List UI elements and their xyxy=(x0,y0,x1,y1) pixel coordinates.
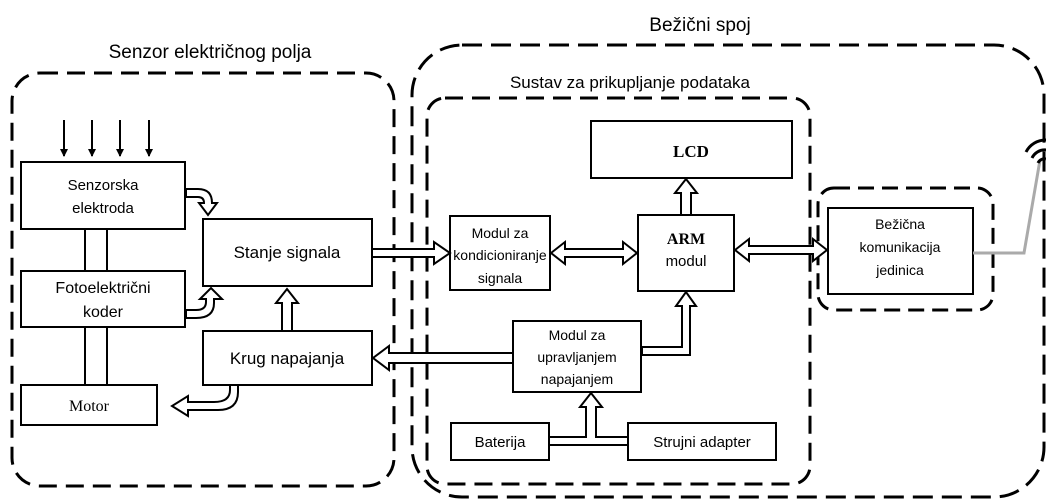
wireless-unit-label-line1: Bežična xyxy=(875,216,925,232)
arm-wireless-arrow xyxy=(733,236,829,264)
power-to-signal-arrow xyxy=(273,287,301,332)
conditioning-arm-arrow xyxy=(549,239,639,267)
conditioning-module-label-line3: signala xyxy=(478,270,523,286)
battery-block xyxy=(450,422,550,461)
power-management-label-line3: napajanjem xyxy=(541,371,613,387)
wireless-unit-block xyxy=(827,207,974,295)
connector-pillar xyxy=(84,326,108,386)
wifi-antenna-icon xyxy=(1024,138,1046,164)
power-adapter-block xyxy=(627,422,777,461)
sensing-electrode-label-line2: elektroda xyxy=(72,200,134,217)
motor-label: Motor xyxy=(69,398,110,415)
connector-pillar xyxy=(84,228,108,272)
power-circuit-label: Krug napajanja xyxy=(230,349,345,368)
power-management-label-line2: upravljanjem xyxy=(537,349,616,365)
acquisition-group-boundary xyxy=(425,96,812,486)
field-arrow-icon xyxy=(60,120,153,157)
conditioning-module-label-line1: Modul za xyxy=(472,225,529,241)
photoelectric-encoder-label-line1: Fotoelektrični xyxy=(55,280,150,297)
lcd-block xyxy=(590,120,793,179)
power-management-to-power-circuit-arrow xyxy=(371,344,514,372)
group-label-sensor: Senzor električnog polja xyxy=(109,42,312,63)
sensing-electrode-block xyxy=(20,161,186,230)
antenna-line xyxy=(973,159,1042,255)
photoelectric-encoder-block xyxy=(20,270,186,328)
arm-to-lcd-arrow xyxy=(672,177,700,216)
sensing-electrode-label-line1: Senzorska xyxy=(68,177,140,194)
signal-to-conditioning-arrow xyxy=(371,240,452,266)
wireless-link-group-boundary xyxy=(410,43,1046,499)
sources-to-power-management-arrow xyxy=(548,391,629,446)
power-to-motor-arrow xyxy=(170,384,239,418)
lcd-label: LCD xyxy=(673,142,709,161)
arm-module-label-line2: modul xyxy=(666,253,707,270)
wireless-unit-label-line2: komunikacija xyxy=(860,239,941,255)
power-adapter-label: Strujni adapter xyxy=(653,434,751,451)
conditioning-module-label-line2: kondicioniranje xyxy=(453,247,547,263)
motor-block xyxy=(20,384,158,426)
sensor-group-boundary xyxy=(10,71,396,488)
electrode-to-signal-arrow xyxy=(185,188,219,217)
group-label-acquisition: Sustav za prikupljanje podataka xyxy=(510,73,751,92)
power-management-block xyxy=(512,320,642,393)
arm-module-label-line1: ARM xyxy=(667,231,705,248)
photoelectric-encoder-label-line2: koder xyxy=(83,304,124,321)
power-management-label-line1: Modul za xyxy=(549,327,606,343)
battery-label: Baterija xyxy=(475,434,527,451)
encoder-to-signal-arrow xyxy=(185,286,225,319)
power-management-to-arm-arrow xyxy=(641,290,698,356)
signal-condition-label: Stanje signala xyxy=(234,243,341,262)
wireless-unit-label-line3: jedinica xyxy=(875,262,924,278)
group-label-wireless-link: Bežični spoj xyxy=(649,15,750,36)
